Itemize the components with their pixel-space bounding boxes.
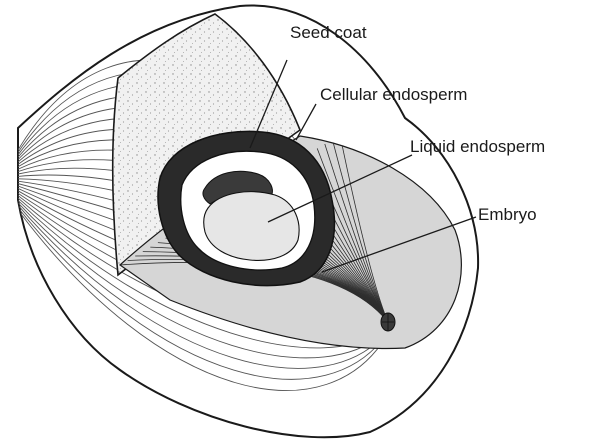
label-seed-coat: Seed coat — [290, 23, 367, 42]
germination-pore — [381, 313, 395, 331]
label-cellular-endosperm: Cellular endosperm — [320, 85, 467, 104]
label-liquid-endosperm: Liquid endosperm — [410, 137, 545, 156]
label-embryo: Embryo — [478, 205, 537, 224]
